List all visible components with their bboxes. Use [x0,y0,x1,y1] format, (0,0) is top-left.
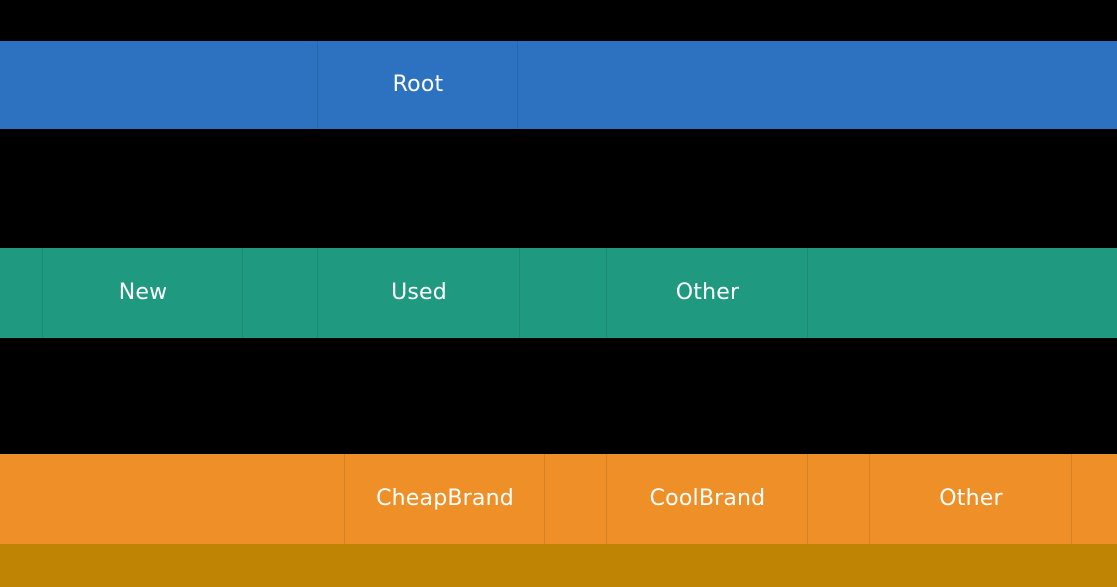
icicle-node-condition-2[interactable] [243,248,318,338]
icicle-node-label: Root [392,72,444,97]
icicle-node-new[interactable]: New [43,248,243,338]
icicle-node-used[interactable]: Used [318,248,520,338]
icicle-node-label: CheapBrand [376,486,514,511]
icicle-level-root: Root [0,41,1117,129]
icicle-node-root[interactable]: Root [318,41,518,129]
icicle-node-root-0[interactable] [0,41,318,129]
icicle-node-condition-4[interactable] [520,248,607,338]
icicle-node-condition-6[interactable] [808,248,1117,338]
icicle-node-coolbrand[interactable]: CoolBrand [607,454,808,544]
icicle-node-brand-0[interactable] [0,454,345,544]
icicle-node-other[interactable]: Other [870,454,1072,544]
icicle-level-condition: New Used Other [0,248,1117,338]
icicle-level-leaf [0,544,1117,587]
icicle-node-brand-2[interactable] [545,454,607,544]
icicle-node-label: Other [939,486,1003,511]
icicle-node-label: CoolBrand [649,486,766,511]
icicle-node-label: Other [675,280,740,305]
icicle-node-label: Used [391,280,447,305]
icicle-node-label: New [118,280,168,305]
icicle-node-brand-6[interactable] [1072,454,1117,544]
icicle-node-root-2[interactable] [518,41,1117,129]
icicle-node-other[interactable]: Other [607,248,808,338]
icicle-node-condition-0[interactable] [0,248,43,338]
icicle-node-cheapbrand[interactable]: CheapBrand [345,454,545,544]
icicle-node-leaf-0[interactable] [0,544,1117,587]
icicle-node-brand-4[interactable] [808,454,870,544]
icicle-level-brand: CheapBrand CoolBrand Other [0,454,1117,544]
